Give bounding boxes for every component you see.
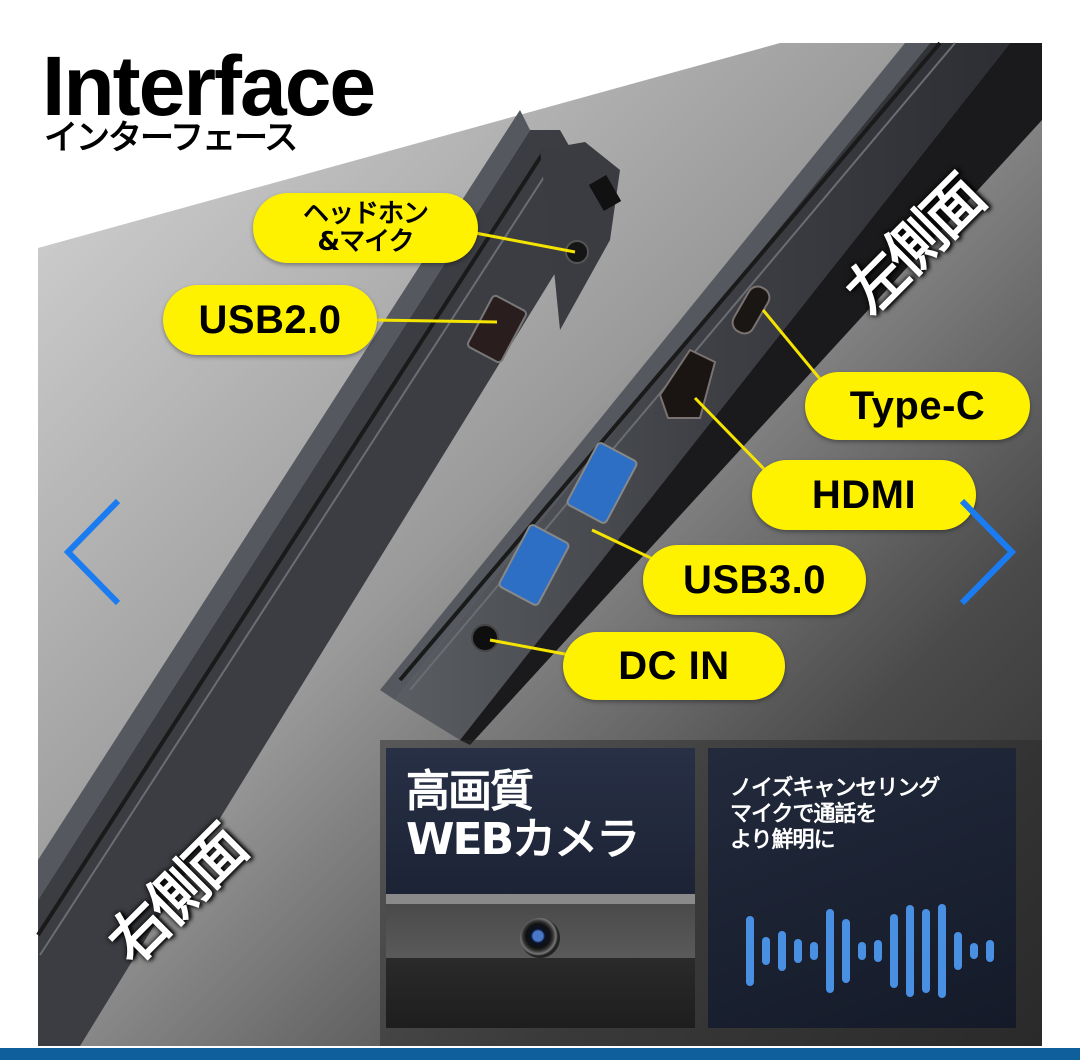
wave-bar — [842, 919, 850, 983]
chevron-right-icon[interactable] — [958, 497, 1018, 607]
wave-bar — [890, 914, 898, 988]
wave-bar — [794, 939, 802, 963]
usb2-label: USB2.0 — [163, 285, 377, 355]
webcam-caption: 高画質 WEBカメラ — [406, 766, 640, 865]
wave-bar — [746, 916, 754, 986]
headphone-label-line2: &マイク — [317, 227, 414, 257]
webcam-panel: 高画質 WEBカメラ — [386, 748, 695, 1028]
bezel-strip — [386, 894, 695, 904]
page-title: Interface — [42, 39, 376, 133]
webcam-lens-icon — [520, 918, 560, 958]
noise-cancel-panel: ノイズキャンセリング マイクで通話を より鮮明に — [708, 748, 1016, 1028]
wave-bar — [826, 909, 834, 993]
hdmi-label: HDMI — [752, 460, 976, 530]
screen-edge — [386, 958, 695, 1028]
wave-bar — [810, 942, 818, 960]
wave-bar — [874, 940, 882, 962]
page-subtitle: インターフェース — [44, 118, 298, 158]
wave-bar — [986, 940, 994, 962]
wave-bar — [970, 943, 978, 959]
wave-bar — [954, 932, 962, 970]
sound-wave-icon — [746, 904, 994, 998]
typec-label: Type-C — [805, 372, 1030, 440]
headphone-mic-label: ヘッドホン &マイク — [253, 193, 478, 263]
footer-bar — [0, 1048, 1080, 1060]
wave-bar — [762, 937, 770, 965]
wave-bar — [778, 931, 786, 971]
noise-caption-line1: ノイズキャンセリング — [730, 776, 940, 801]
wave-bar — [922, 909, 930, 993]
dcin-label: DC IN — [563, 632, 785, 700]
webcam-panel-header: 高画質 WEBカメラ — [386, 748, 695, 894]
usb3-label: USB3.0 — [643, 545, 866, 615]
wave-bar — [906, 905, 914, 997]
wave-bar — [938, 904, 946, 998]
wave-bar — [858, 942, 866, 960]
webcam-caption-line2: WEBカメラ — [406, 814, 640, 865]
noise-caption-line3: より鮮明に — [730, 828, 836, 853]
chevron-left-icon[interactable] — [62, 497, 122, 607]
noise-caption-line2: マイクで通話を — [730, 802, 878, 827]
headphone-label-line1: ヘッドホン — [302, 199, 429, 229]
noise-cancel-caption: ノイズキャンセリング マイクで通話を より鮮明に — [730, 776, 940, 854]
webcam-caption-line1: 高画質 — [406, 766, 534, 817]
